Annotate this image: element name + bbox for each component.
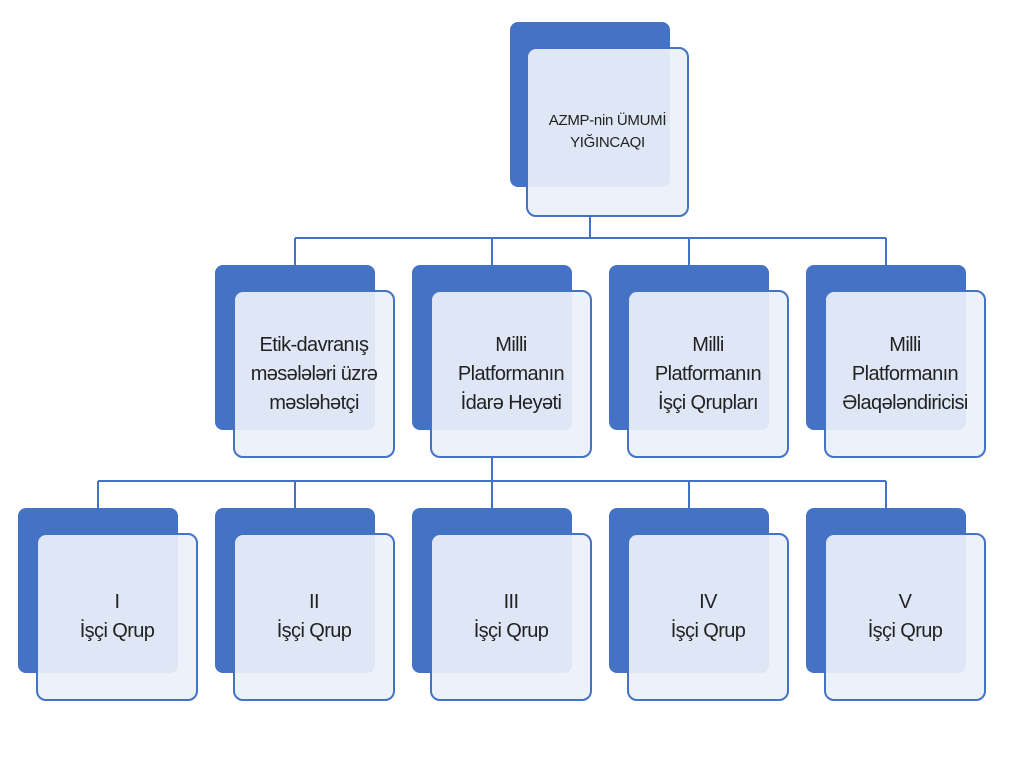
node-label: Etik-davranış məsələləri üzrə məsləhətçi — [233, 290, 395, 458]
node-label: Milli Platformanın İdarə Heyəti — [430, 290, 592, 458]
node-label: I İşçi Qrup — [36, 533, 198, 701]
node-label: III İşçi Qrup — [430, 533, 592, 701]
node-label: II İşçi Qrup — [233, 533, 395, 701]
node-label: Milli Platformanın İşçi Qrupları — [627, 290, 789, 458]
node-label: V İşçi Qrup — [824, 533, 986, 701]
node-label: IV İşçi Qrup — [627, 533, 789, 701]
node-label: Milli Platformanın Əlaqələndiricisi — [824, 290, 986, 458]
node-label: AZMP-nin ÜMUMİ YIĞINCAQI — [526, 47, 689, 217]
